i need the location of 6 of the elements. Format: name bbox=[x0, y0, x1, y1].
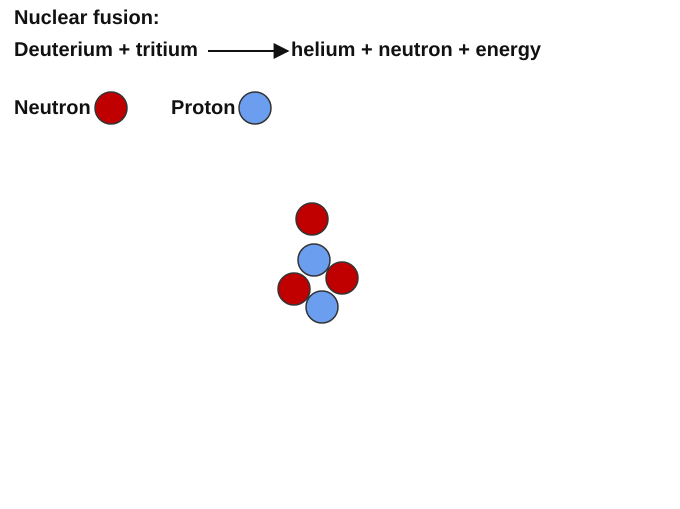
title: Nuclear fusion: bbox=[14, 6, 160, 30]
legend-label: Proton bbox=[171, 96, 236, 120]
equation-term: Deuterium + tritium bbox=[14, 38, 198, 62]
legend-label: Neutron bbox=[14, 96, 91, 120]
arrow bbox=[208, 43, 290, 59]
equation-term: helium + neutron + energy bbox=[291, 38, 542, 62]
